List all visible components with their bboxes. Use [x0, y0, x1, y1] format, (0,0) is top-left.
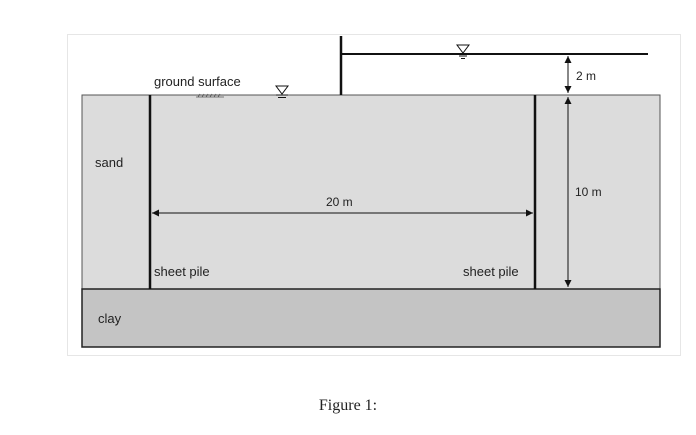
dimension-20m-label: 20 m	[326, 195, 353, 209]
clay-layer	[81, 288, 661, 348]
figure-caption: Figure 1:	[318, 397, 378, 414]
sheet-pile-left-label: sheet pile	[154, 264, 210, 279]
figure-frame	[67, 34, 681, 356]
soil-profile-diagram: ground surface sand clay sheet pile shee…	[81, 36, 661, 348]
dimension-2m-label: 2 m	[576, 69, 596, 83]
sheet-pile-right-label: sheet pile	[463, 264, 519, 279]
ground-surface-label: ground surface	[154, 74, 241, 89]
water-level-symbol-inside	[275, 85, 289, 98]
ground-surface-hatch	[196, 93, 224, 98]
clay-label: clay	[98, 311, 122, 326]
water-level-symbol-upper	[456, 44, 470, 59]
dimension-10m-label: 10 m	[575, 185, 602, 199]
sand-label: sand	[95, 155, 123, 170]
sand-layer	[81, 94, 661, 290]
